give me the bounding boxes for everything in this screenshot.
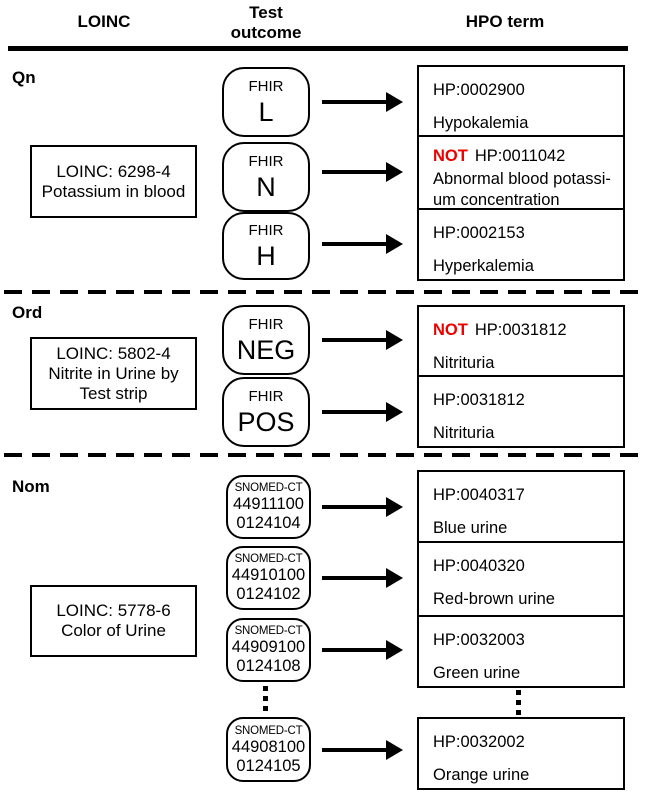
hpo-term-box-hypokalemia: HP:0002900 Hypokalemia [417,65,625,137]
outcome-code-line1: 44911100 [233,495,304,513]
hpo-id: HP:0031812 [433,391,525,409]
hpo-term-box-not-nitrituria: NOT HP:0031812 Nitrituria [417,305,625,377]
hpo-id: HP:0032003 [433,631,525,649]
arrow-icon [322,505,386,509]
loinc-name: Potassium in blood [41,181,186,201]
outcome-pill-fhir-pos: FHIR POS [222,377,310,447]
hpo-name: Red-brown urine [433,590,555,608]
coding-system-label: FHIR [248,152,284,170]
outcome-code-line1: 44910100 [231,566,306,584]
hpo-name: Green urine [433,664,521,682]
outcome-pill-fhir-l: FHIR L [222,67,310,137]
not-qualifier: NOT [433,147,468,165]
arrow-icon [322,170,386,174]
hpo-id: HP:0002153 [433,224,525,242]
column-header-test-outcome: Test outcome [216,3,316,43]
hpo-id: HP:0032002 [433,733,525,751]
hpo-term-box-green-urine: HP:0032003 Green urine [417,615,625,688]
loinc-name: Nitrite in Urine by [48,363,179,383]
coding-system-label: FHIR [248,315,284,333]
hpo-term-box-nitrituria: HP:0031812 Nitrituria [417,375,625,448]
outcome-code-line2: 0124104 [236,514,301,532]
loinc-name: Color of Urine [61,621,166,640]
arrow-icon [322,748,386,752]
coding-system-label: SNOMED-CT [234,553,303,565]
column-header-hpo-term: HPO term [465,12,545,31]
column-header-test-outcome-line1: Test [249,3,283,22]
outcome-pill-snomed-blue: SNOMED-CT 44911100 0124104 [226,475,311,539]
coding-system-label: SNOMED-CT [234,724,303,737]
outcome-code: N [256,171,276,202]
outcome-code: POS [237,406,295,437]
hpo-name: Abnormal blood potassi- um concentration [433,170,611,209]
loinc-box-potassium: LOINC: 6298-4 Potassium in blood [30,145,197,218]
hpo-name: Nitrituria [433,354,495,372]
arrow-icon [322,338,386,342]
outcome-code: L [258,96,274,127]
coding-system-label: FHIR [248,221,284,239]
hpo-id-code: HP:0011042 [474,147,566,165]
loinc-code: LOINC: 5802-4 [56,343,171,363]
loinc-code: LOINC: 6298-4 [56,161,171,181]
coding-system-label: FHIR [248,77,284,95]
outcome-pill-fhir-h: FHIR H [222,212,310,280]
coding-system-label: SNOMED-CT [234,482,303,494]
loinc-box-urine-color: LOINC: 5778-6 Color of Urine [30,585,197,657]
header-divider [8,46,628,51]
coding-system-label: FHIR [248,387,284,405]
hpo-term-box-hyperkalemia: HP:0002153 Hyperkalemia [417,208,625,281]
hpo-term-box-orange-urine: HP:0032002 Orange urine [417,717,625,790]
ellipsis-connector-hpo [516,690,521,716]
outcome-pill-fhir-neg: FHIR NEG [222,305,310,375]
loinc-code: LOINC: 5778-6 [56,601,171,620]
outcome-pill-snomed-orange: SNOMED-CT 44908100 0124105 [226,717,311,782]
coding-system-label: SNOMED-CT [234,625,303,637]
outcome-code-line2: 0124102 [236,585,301,603]
loinc-box-nitrite: LOINC: 5802-4 Nitrite in Urine by Test s… [30,337,197,410]
hpo-name: Hypokalemia [433,114,529,132]
hpo-id: HP:0040320 [433,557,525,575]
arrow-icon [322,648,386,652]
hpo-name: Orange urine [433,766,530,784]
section-label-qn: Qn [12,68,36,87]
arrow-icon [322,576,386,580]
outcome-code-line1: 44909100 [231,638,306,656]
arrow-icon [322,242,386,246]
not-qualifier: NOT [433,321,468,339]
section-divider [4,453,642,457]
outcome-pill-fhir-n: FHIR N [222,142,310,212]
hpo-name: Hyperkalemia [433,257,534,275]
loinc-name-line2: Test strip [79,383,148,403]
arrow-icon [322,100,386,104]
arrow-icon [322,410,386,414]
outcome-code-line2: 0124108 [236,657,301,675]
outcome-code-line2: 0124105 [236,756,301,775]
hpo-id: NOT HP:0031812 [433,320,617,340]
outcome-pill-snomed-redbrown: SNOMED-CT 44910100 0124102 [226,546,311,610]
outcome-pill-snomed-green: SNOMED-CT 44909100 0124108 [226,618,311,682]
column-header-test-outcome-line2: outcome [230,23,302,42]
hpo-term-box-blue-urine: HP:0040317 Blue urine [417,470,625,543]
section-label-nom: Nom [12,477,50,496]
ellipsis-connector-outcome [263,686,268,712]
hpo-name: Nitrituria [433,424,495,442]
section-label-ord: Ord [12,303,43,322]
hpo-term-box-redbrown-urine: HP:0040320 Red-brown urine [417,541,625,617]
hpo-id-code: HP:0031812 [474,321,567,339]
outcome-code-line1: 44908100 [231,737,306,756]
hpo-term-box-abnormal-potassium: NOT HP:0011042 Abnormal blood potassi- um… [417,135,625,210]
hpo-name: Blue urine [433,519,508,537]
column-header-loinc: LOINC [77,12,131,31]
outcome-code: NEG [236,334,296,365]
outcome-code: H [256,240,276,271]
hpo-id: NOT HP:0011042 [433,146,617,167]
hpo-id: HP:0002900 [433,81,525,99]
section-divider [4,290,642,294]
hpo-id: HP:0040317 [433,486,525,504]
